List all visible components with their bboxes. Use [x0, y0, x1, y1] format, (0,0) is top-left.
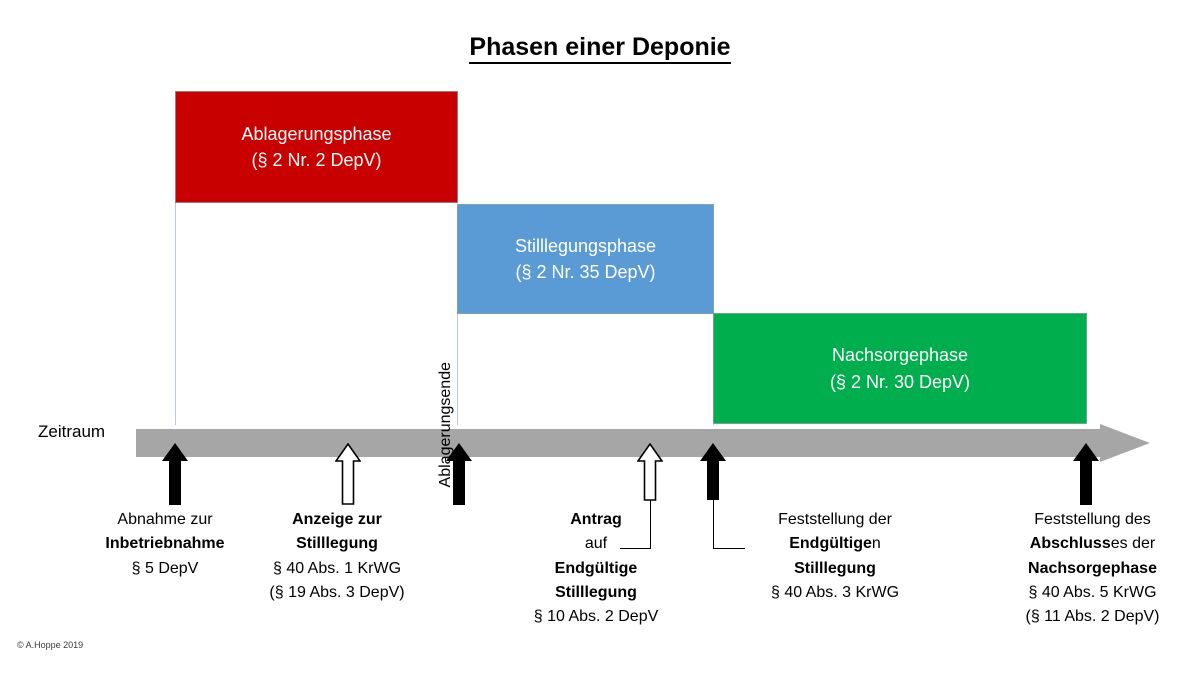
connector-line-stilllegung-start — [457, 314, 458, 425]
event-label-line-1: Anzeige zur — [292, 511, 382, 528]
event-label-line-2-tail: es der — [1110, 535, 1156, 553]
event-label-line-4: § 40 Abs. 5 KrWG — [1028, 583, 1157, 601]
leader-line-feststellung-vertical — [713, 500, 714, 549]
event-label-line-5: (§ 11 Abs. 2 DepV) — [1025, 608, 1160, 626]
event-label-line-2-bold: Endgültige — [789, 535, 872, 553]
timeline-arrow — [136, 424, 1150, 464]
event-marker-hollow-anzeige-stilllegung — [335, 443, 361, 505]
phase-reference-stilllegungsphase: (§ 2 Nr. 35 DepV) — [515, 262, 656, 282]
event-label-line-4: Stilllegung — [555, 583, 637, 601]
event-label-feststellung-endgueltige-stilllegung: Feststellung der Endgültigen Stilllegung… — [745, 508, 925, 605]
page-title: Phasen einer Deponie — [0, 33, 1200, 64]
event-label-line-1: Feststellung des — [1034, 511, 1151, 528]
copyright-notice: © A.Hoppe 2019 — [17, 640, 84, 650]
phase-box-stilllegungsphase: Stilllegungsphase (§ 2 Nr. 35 DepV) — [457, 204, 714, 314]
page-title-text: Phasen einer Deponie — [469, 33, 731, 64]
event-marker-filled-ablagerungsende — [446, 443, 472, 505]
event-label-line-2: Stilllegung — [296, 535, 378, 553]
event-label-line-3: Stilllegung — [794, 559, 876, 577]
phase-name-ablagerungsphase: Ablagerungsphase — [241, 123, 392, 144]
event-marker-filled-feststellung-abschluss-nachsorge — [1073, 443, 1099, 505]
event-label-ablagerungsende: Ablagerungsende — [437, 362, 454, 488]
connector-line-nachsorge-start — [713, 424, 714, 425]
event-label-line-2: Abschlusses der — [985, 532, 1200, 556]
phase-name-nachsorgephase: Nachsorgephase — [831, 345, 969, 366]
event-label-line-2-bold: Abschluss — [1029, 535, 1111, 553]
event-label-line-2: Inbetriebnahme — [105, 535, 225, 553]
phase-reference-ablagerungsphase: (§ 2 Nr. 2 DepV) — [251, 150, 382, 170]
phase-name-stilllegungsphase: Stilllegungsphase — [514, 235, 657, 256]
event-label-line-1: Abnahme zur — [117, 511, 213, 528]
event-marker-filled-inbetriebnahme — [162, 443, 188, 505]
event-label-antrag-endgueltige-stilllegung: Antrag auf Endgültige Stilllegung § 10 A… — [510, 508, 682, 630]
leader-line-feststellung-horizontal — [713, 548, 745, 549]
phase-box-ablagerungsphase: Ablagerungsphase (§ 2 Nr. 2 DepV) — [175, 91, 458, 203]
timeline-axis-label: Zeitraum — [38, 422, 106, 441]
event-label-line-1: Antrag — [570, 511, 622, 528]
event-label-line-2: auf — [584, 535, 608, 553]
event-label-feststellung-abschluss-nachsorge: Feststellung des Abschlusses der Nachsor… — [985, 508, 1200, 630]
event-label-line-1: Feststellung der — [778, 511, 892, 528]
phase-reference-nachsorgephase: (§ 2 Nr. 30 DepV) — [829, 371, 971, 392]
event-marker-hollow-antrag-endgueltige-stilllegung — [637, 443, 663, 505]
event-label-line-2-tail: n — [871, 535, 881, 553]
event-label-line-3: § 40 Abs. 1 KrWG — [272, 559, 402, 577]
event-label-line-5: § 10 Abs. 2 DepV — [533, 608, 659, 626]
event-label-line-3: Endgültige — [554, 559, 638, 577]
event-label-line-4: (§ 19 Abs. 3 DepV) — [269, 583, 405, 601]
event-label-inbetriebnahme: Abnahme zur Inbetriebnahme § 5 DepV — [40, 508, 290, 581]
leader-line-antrag-vertical — [650, 500, 651, 549]
event-marker-filled-feststellung-endgueltige-stilllegung — [700, 443, 726, 505]
event-label-line-4: § 40 Abs. 3 KrWG — [770, 583, 900, 601]
event-label-line-2: Endgültigen — [745, 532, 925, 556]
event-label-line-3: Nachsorgephase — [1028, 559, 1157, 577]
event-label-anzeige-stilllegung: Anzeige zur Stilllegung § 40 Abs. 1 KrWG… — [232, 508, 442, 605]
phase-box-nachsorgephase: Nachsorgephase (§ 2 Nr. 30 DepV) — [713, 313, 1087, 424]
event-label-line-3: § 5 DepV — [131, 559, 199, 577]
leader-line-antrag-horizontal — [620, 548, 651, 549]
connector-line-ablagerung-start — [175, 203, 176, 425]
